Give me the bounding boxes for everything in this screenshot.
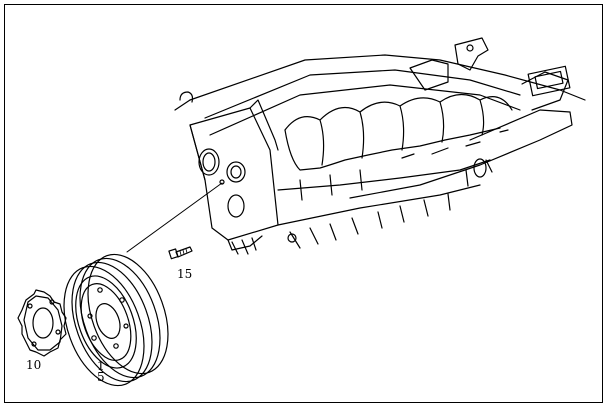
engine-block (174, 37, 586, 255)
callout-spacer-disc: 10 (26, 358, 42, 372)
belt-pulley (63, 253, 169, 387)
leader-line (126, 182, 223, 253)
spacer-disc (17, 289, 67, 357)
diagram-frame (4, 4, 603, 403)
bolt (168, 246, 193, 260)
callout-bolt: 15 (177, 267, 193, 281)
callout-belt-pulley-top: 1 (97, 359, 105, 373)
callout-belt-pulley-bottom: 5 (97, 370, 105, 384)
